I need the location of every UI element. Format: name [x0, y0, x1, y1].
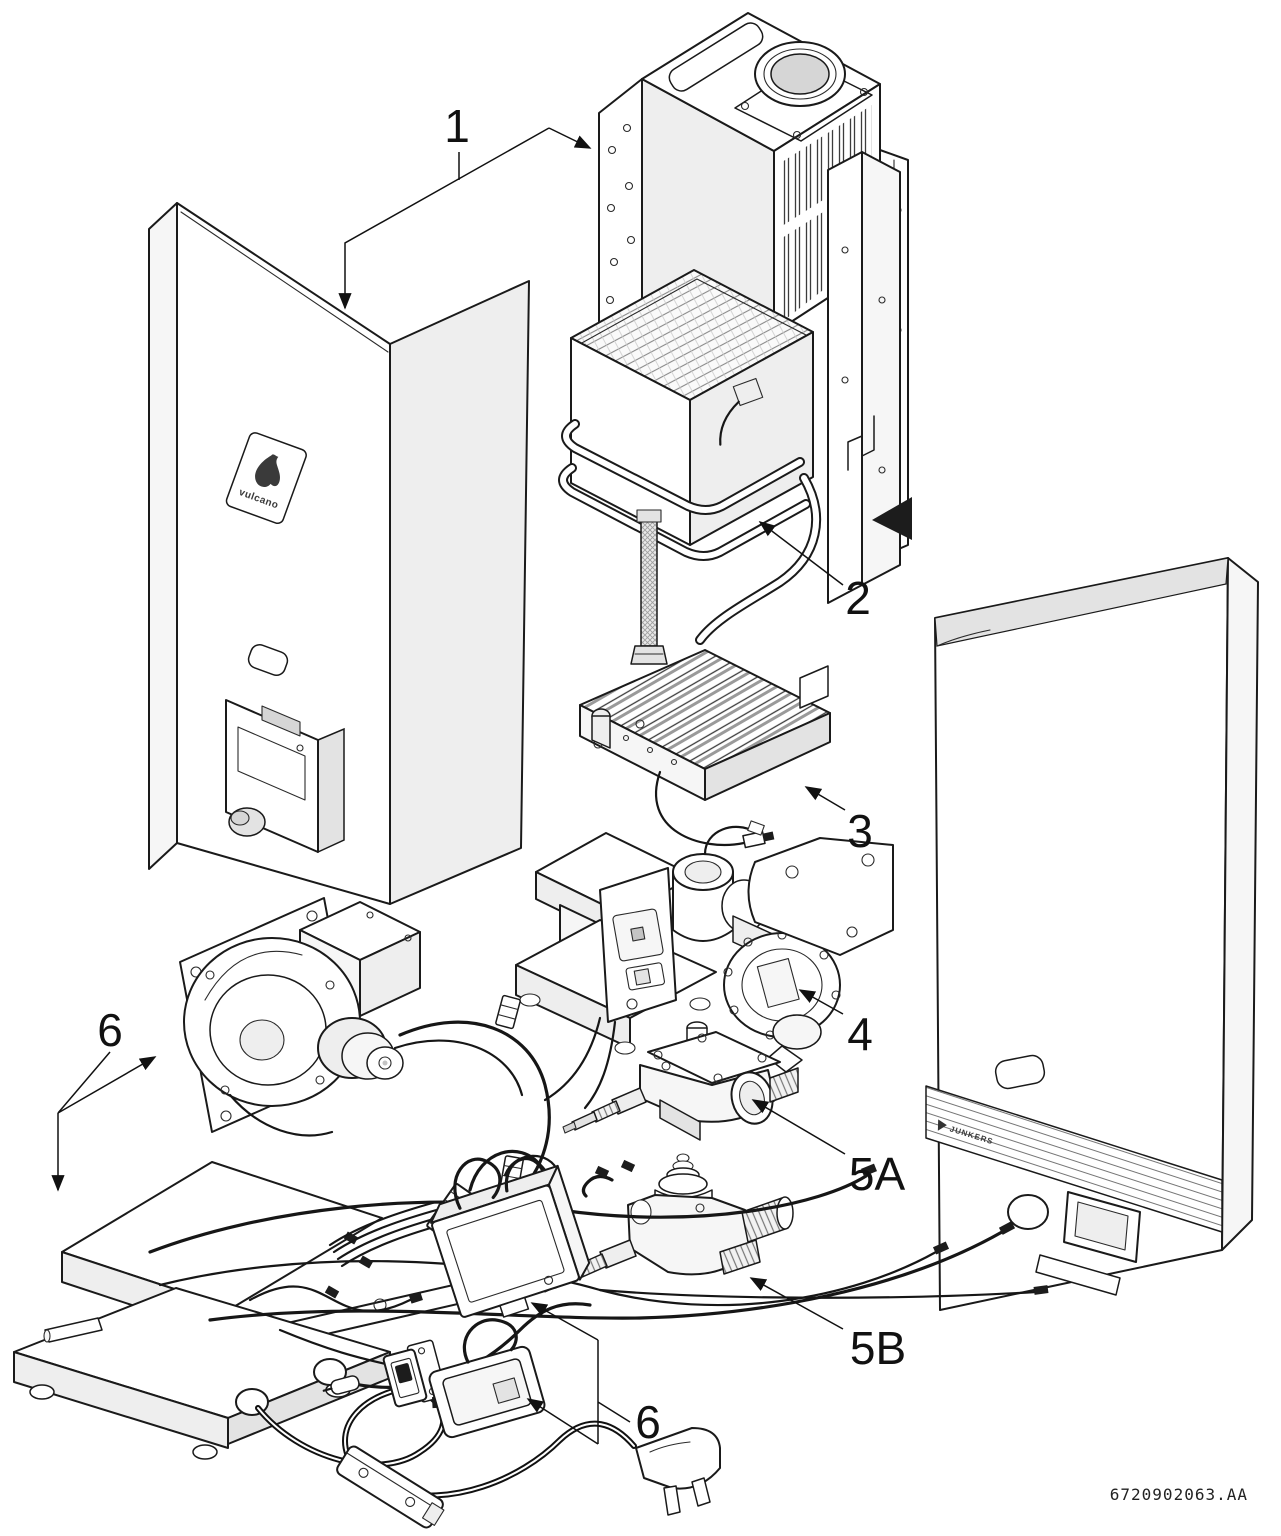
ignition-electrode-wire — [654, 770, 746, 847]
callout-6-upper: 6 — [97, 1004, 123, 1056]
drawing-number: 6720902063.AA — [1110, 1485, 1248, 1504]
dome-stack-5b — [658, 1153, 708, 1195]
fan-motor — [317, 1017, 404, 1080]
casing-tray — [1035, 1254, 1121, 1296]
valve-mounting-bracket — [747, 837, 894, 956]
callout-4: 4 — [847, 1008, 873, 1060]
heat-exchanger — [558, 269, 821, 665]
sensor-fitting — [719, 377, 764, 446]
spindle-5a — [562, 1087, 647, 1134]
rocker-switch — [382, 1339, 448, 1409]
leader-6-upper-stem — [57, 1051, 111, 1114]
rear-mounting-panel — [827, 151, 912, 604]
casing-control-unit — [225, 699, 345, 854]
valve-body — [672, 820, 778, 963]
flue-collar — [734, 41, 873, 142]
front-casing-right: JUNKERS — [925, 557, 1259, 1311]
leader-1-to-housing — [548, 127, 592, 149]
flame-icon — [255, 454, 280, 487]
water-governor-diaphragm — [723, 930, 841, 1073]
cable-port-2 — [313, 1358, 347, 1386]
leader-5b — [749, 1277, 844, 1330]
backplate-holes — [605, 123, 636, 305]
vulcano-badge: vulcano — [225, 432, 307, 525]
callout-2: 2 — [845, 572, 871, 624]
cable-clamp-rail — [336, 1445, 445, 1529]
leader-6-lower-stem — [597, 1340, 631, 1444]
water-valve-5a — [562, 1021, 799, 1141]
burner-bracket — [799, 665, 829, 709]
inline-fuse — [322, 1375, 360, 1395]
leader-3 — [804, 786, 846, 811]
electrode-connector — [742, 830, 775, 849]
mounting-foot-base — [13, 1161, 721, 1516]
valve-control-plate — [543, 867, 677, 1110]
junkers-mark-icon — [937, 1119, 947, 1131]
front-casing-left: vulcano — [148, 202, 530, 905]
blower-fan — [179, 897, 551, 1207]
leader-4 — [798, 989, 844, 1015]
ignition-control-box — [430, 1157, 591, 1318]
callout-1: 1 — [444, 100, 470, 152]
casing-display-frame — [1063, 1191, 1141, 1263]
casing-window-circle — [1007, 1194, 1049, 1230]
leader-5a — [751, 1099, 846, 1155]
braided-hose — [630, 509, 668, 665]
casing-handle-recess-right — [994, 1054, 1046, 1090]
display-module — [428, 1318, 546, 1439]
hinge-pin — [43, 1317, 103, 1343]
gas-elbow — [591, 708, 611, 749]
gas-valve-assembly — [515, 820, 894, 1110]
callout-5a: 5A — [849, 1148, 906, 1200]
fan-connector-1 — [495, 994, 521, 1030]
callout-3: 3 — [847, 805, 873, 857]
burner-assembly — [579, 649, 831, 849]
leader-6-to-box — [530, 1302, 599, 1341]
top-vent-slot — [668, 22, 764, 92]
callout-leaders — [51, 127, 846, 1445]
louvered-vent-band: JUNKERS — [925, 1085, 1223, 1233]
casing-handle-recess — [247, 644, 289, 676]
callout-5b: 5B — [850, 1322, 906, 1374]
callout-6-lower: 6 — [635, 1396, 661, 1448]
flue-fan-housing-assembly — [598, 12, 912, 604]
leader-2 — [758, 521, 844, 586]
water-pipes — [558, 419, 821, 645]
callout-labels: 1 2 3 4 5A 5B 6 6 — [97, 100, 906, 1448]
power-plug — [635, 1427, 721, 1516]
leader-6-to-display — [526, 1398, 599, 1445]
leader-6-to-fan — [57, 1056, 157, 1114]
leader-1-to-casing — [338, 127, 550, 310]
